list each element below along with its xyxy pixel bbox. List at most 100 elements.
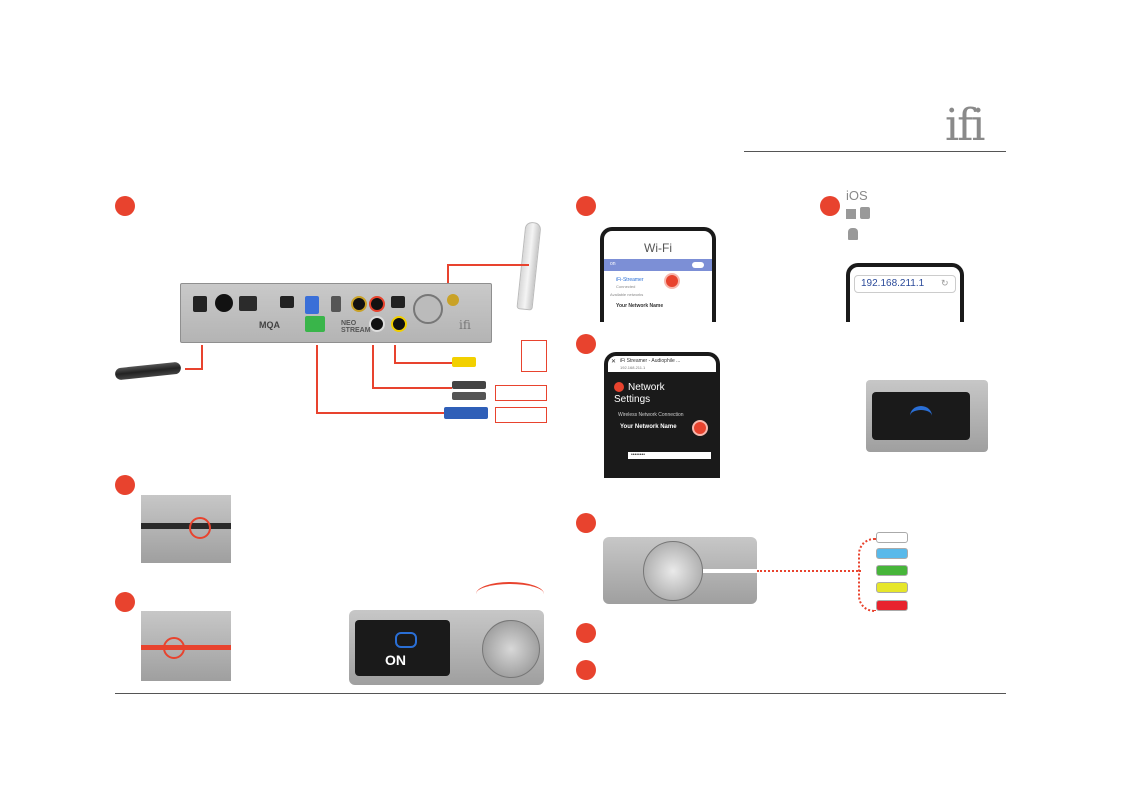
rca-coax <box>391 316 407 332</box>
volume-knob[interactable] <box>482 620 540 678</box>
hdmi-port <box>331 296 341 312</box>
power-button-highlight[interactable] <box>189 517 211 539</box>
front-knob-closeup <box>603 537 757 604</box>
antenna-cable <box>447 264 529 266</box>
browser-title: iFi Streamer - Audiophile ... <box>620 358 681 364</box>
close-icon[interactable]: ✕ <box>611 359 617 365</box>
led-yellow <box>876 582 908 593</box>
browser-url: 192.168.211.1 <box>620 365 646 370</box>
network-tap-indicator <box>692 420 708 436</box>
step-marker-app <box>820 196 840 216</box>
power-cable-rise <box>201 345 203 369</box>
rca-cable-h <box>372 387 452 389</box>
wifi-toggle-switch[interactable] <box>692 262 704 268</box>
front-panel-on-closeup <box>141 611 231 681</box>
coax-plug <box>452 357 476 367</box>
wifi-icon <box>910 406 932 426</box>
panel-red-strip <box>141 645 231 650</box>
front-panel-standby-closeup <box>141 495 231 563</box>
optical-port <box>280 296 294 308</box>
rca-spdif <box>351 296 367 312</box>
browser-titlebar: ✕ iFi Streamer - Audiophile ... 192.168.… <box>608 356 716 372</box>
step-marker-network-settings <box>576 334 596 354</box>
header-divider <box>744 151 1006 152</box>
wifi-toggle-label: on <box>610 261 616 267</box>
ios-label: iOS <box>846 188 868 203</box>
led-white <box>876 532 908 543</box>
green-terminal <box>305 316 325 332</box>
panel-slot <box>141 523 231 529</box>
rca-cable <box>372 345 374 387</box>
usb-plug <box>444 407 488 419</box>
address-bar[interactable]: 192.168.211.1 ↻ <box>854 275 956 293</box>
connected-status: Connected <box>616 284 636 289</box>
password-field[interactable]: •••••••• <box>628 452 711 459</box>
usb-cable-h <box>316 412 450 414</box>
address-url: 192.168.211.1 <box>861 278 925 289</box>
android-icon <box>848 228 858 240</box>
display-screen: ON <box>355 620 450 676</box>
rca-plug-white <box>452 392 486 400</box>
model-line-2: STREAM <box>341 327 371 334</box>
link-icon <box>395 632 417 648</box>
xlr-port <box>413 294 443 324</box>
usb-cable <box>316 345 318 413</box>
mqa-label: MQA <box>259 320 280 330</box>
ifi-logo: ifi <box>945 100 985 151</box>
toslink-port <box>391 296 405 308</box>
dc-input-port <box>193 296 207 312</box>
windows-icon <box>846 209 856 219</box>
led-strip <box>703 569 757 573</box>
power-switch-rear <box>215 294 233 312</box>
antenna-port <box>447 294 459 306</box>
your-network-item[interactable]: Your Network Name <box>616 303 664 309</box>
rca-right <box>369 296 385 312</box>
wireless-section: Wireless Network Connection <box>618 412 684 418</box>
led-pointer <box>757 570 861 572</box>
amplifier-icon <box>495 385 547 401</box>
phone-wifi-screen: Wi-Fi on iFi-Streamer Connected Availabl… <box>600 227 716 322</box>
front-display-unit: ON <box>349 610 544 685</box>
display-on-label: ON <box>385 652 406 668</box>
phone-browser: 192.168.211.1 ↻ <box>846 263 964 322</box>
streamer-rear-panel: MQA NEO STREAM ifi <box>180 283 492 343</box>
rear-ifi-logo: ifi <box>459 318 471 332</box>
wifi-antenna <box>516 221 542 311</box>
display-wifi-unit <box>866 380 988 452</box>
speaker-icon <box>521 340 547 372</box>
finder-icon <box>860 207 870 219</box>
knob-closeup[interactable] <box>643 541 703 601</box>
wifi-toggle-row[interactable]: on <box>604 259 712 271</box>
model-name: NEO STREAM <box>341 320 371 334</box>
led-blue <box>876 548 908 559</box>
settings-heading-2: Settings <box>614 394 651 405</box>
step-marker-final-b <box>576 660 596 680</box>
tap-indicator <box>664 273 680 289</box>
coax-cable-h <box>394 362 454 364</box>
reload-icon[interactable]: ↻ <box>941 278 949 288</box>
power-button-pressed[interactable] <box>163 637 185 659</box>
antenna-cable-drop <box>447 264 449 286</box>
ethernet-port <box>239 296 257 311</box>
rca-plug-red <box>452 381 486 389</box>
phone-app-network-settings: ✕ iFi Streamer - Audiophile ... 192.168.… <box>604 352 720 478</box>
network-item[interactable]: Your Network Name <box>620 424 677 430</box>
footer-divider <box>115 693 1006 694</box>
led-red <box>876 600 908 611</box>
available-networks-label: Available networks <box>610 292 644 297</box>
step-marker-switch-on <box>115 592 135 612</box>
step-marker-wifi <box>576 196 596 216</box>
step-marker-connect <box>115 196 135 216</box>
display-wifi-screen <box>872 392 970 440</box>
back-icon[interactable] <box>614 382 624 392</box>
power-plug <box>114 361 182 381</box>
wifi-title: Wi-Fi <box>644 241 672 255</box>
step-marker-final-a <box>576 623 596 643</box>
power-cable <box>185 368 203 370</box>
led-green <box>876 565 908 576</box>
dac-icon <box>495 407 547 423</box>
rotate-arrow <box>476 582 544 606</box>
connected-network[interactable]: iFi-Streamer <box>616 277 644 283</box>
settings-heading-1: Network <box>628 382 665 393</box>
model-line-1: NEO <box>341 320 357 327</box>
